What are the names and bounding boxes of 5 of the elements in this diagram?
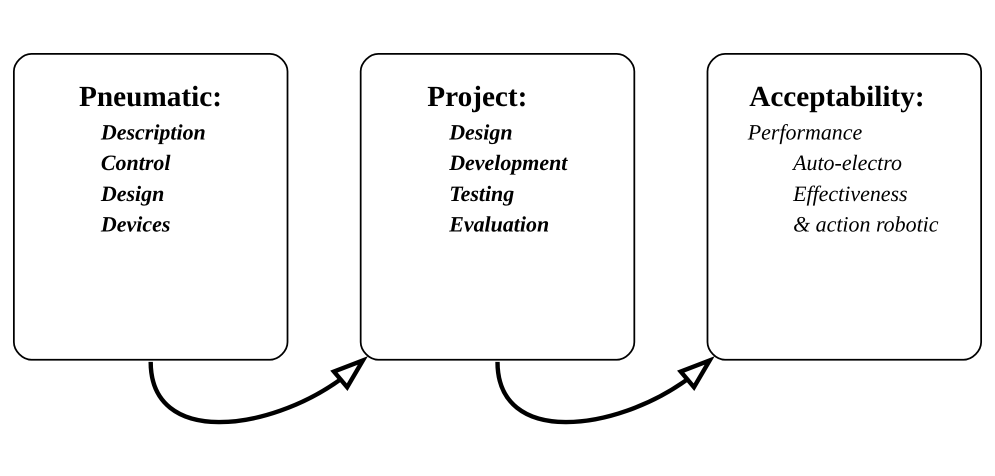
node-box: Project: Design Development Testing Evaluation [360,52,636,361]
arrow [495,356,715,424]
arrow [148,356,368,424]
node-box: Acceptability: Performance Auto-electro Effectiveness & action robotic [706,52,982,361]
node-box: Pneumatic: Description Control Design Devices [12,52,288,361]
